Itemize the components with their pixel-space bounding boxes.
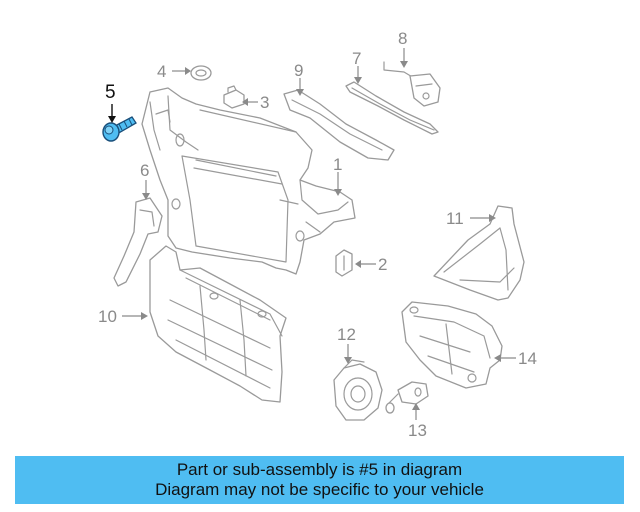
- banner-line-2: Diagram may not be specific to your vehi…: [155, 480, 484, 499]
- callout-8[interactable]: 8: [398, 29, 407, 48]
- leader-1-arrow: [334, 189, 342, 196]
- leader-13-arrow: [412, 403, 420, 410]
- leader-11-arrow: [489, 214, 496, 222]
- part-5-bolt[interactable]: [102, 116, 137, 142]
- callout-13[interactable]: 13: [408, 421, 427, 440]
- leader-9-arrow: [296, 89, 304, 96]
- part-3-clip[interactable]: [223, 85, 245, 109]
- part-9-cover[interactable]: [283, 89, 395, 161]
- leader-3-arrow: [242, 98, 248, 106]
- part-2-bracket[interactable]: [335, 249, 353, 277]
- callout-14[interactable]: 14: [518, 349, 537, 368]
- leader-6-arrow: [142, 193, 150, 200]
- callout-7[interactable]: 7: [352, 49, 361, 68]
- leader-7-arrow: [354, 77, 362, 84]
- leader-10-arrow: [141, 312, 148, 320]
- leader-8-arrow: [400, 61, 408, 68]
- leader-5-arrow: [108, 116, 116, 123]
- part-8-latch[interactable]: [383, 61, 441, 107]
- leader-2-arrow: [355, 260, 361, 268]
- part-11-deflector[interactable]: [433, 205, 525, 301]
- leader-12-arrow: [344, 357, 352, 364]
- banner-line-1: Part or sub-assembly is #5 in diagram: [176, 460, 463, 479]
- leader-14-arrow: [494, 354, 501, 362]
- callout-10[interactable]: 10: [98, 307, 117, 326]
- callout-2[interactable]: 2: [378, 255, 387, 274]
- part-13-sensor[interactable]: [385, 381, 429, 414]
- parts-diagram: 5 4 3 1 9: [98, 29, 537, 440]
- part-12-horn[interactable]: [333, 359, 383, 421]
- info-banner: Part or sub-assembly is #5 in diagram Di…: [15, 456, 624, 504]
- callout-12[interactable]: 12: [337, 325, 356, 344]
- callout-4[interactable]: 4: [157, 62, 166, 81]
- callout-1[interactable]: 1: [333, 155, 342, 174]
- part-6-bracket[interactable]: [113, 197, 163, 287]
- leader-4-arrow: [185, 67, 191, 75]
- part-4-grommet[interactable]: [190, 65, 212, 81]
- callout-11[interactable]: 11: [446, 209, 464, 228]
- callout-9[interactable]: 9: [294, 61, 303, 80]
- callout-5[interactable]: 5: [105, 82, 116, 103]
- callout-6[interactable]: 6: [140, 161, 149, 180]
- part-7-seal[interactable]: [345, 81, 439, 135]
- callout-3[interactable]: 3: [260, 93, 269, 112]
- part-1-radiator-support[interactable]: [141, 87, 356, 275]
- part-14-bracket[interactable]: [401, 301, 503, 389]
- part-10-shroud[interactable]: [149, 245, 287, 403]
